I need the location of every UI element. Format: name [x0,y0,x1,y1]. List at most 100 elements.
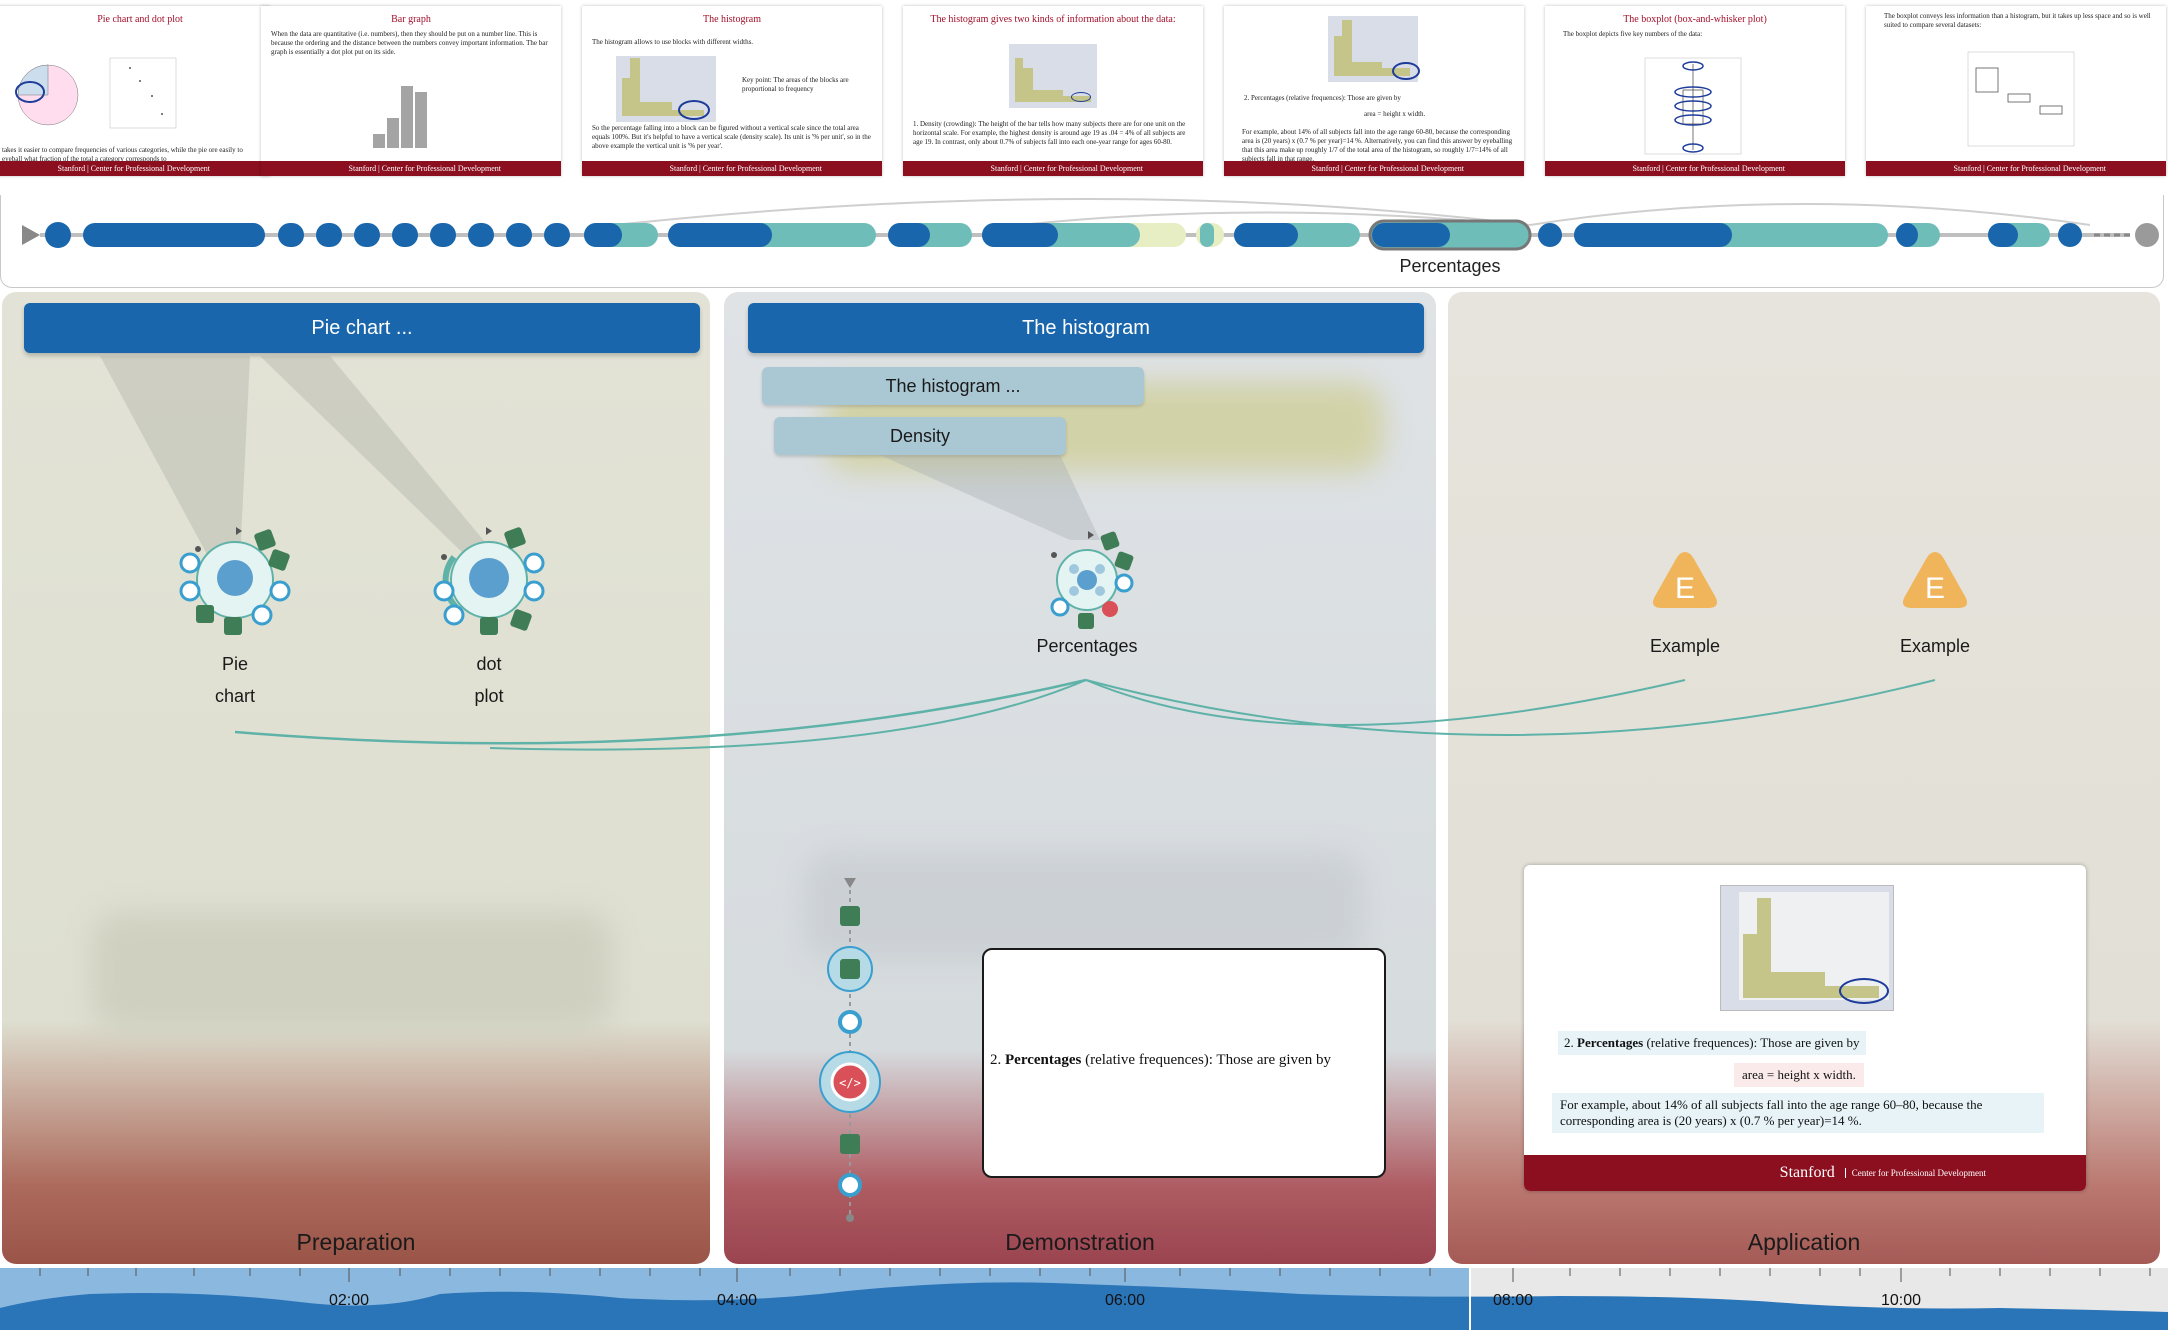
histogram-thumb [1328,16,1420,82]
slide-body: The boxplot conveys less information tha… [1884,12,2151,29]
timeline-start-node [45,222,71,248]
timeline-segment [668,223,772,247]
timeline-end-node [2135,223,2159,247]
demonstration-text-box: 2. Percentages (relative frequences): Th… [982,948,1386,1178]
timeline-segment [1574,223,1732,247]
slide-note: Key point: The areas of the blocks are p… [742,76,849,93]
example-node[interactable]: E [1900,548,1970,612]
timeline-arc [1529,203,2091,226]
histogram-thumb [616,56,716,122]
slide-title: The histogram [702,14,762,25]
timeline-segment [1200,223,1214,247]
slide-footer: Stanford | Center for Professional Devel… [1866,161,2166,176]
svg-text:</>: </> [839,1076,861,1090]
audio-scrubber[interactable] [0,1268,2168,1330]
slide-body: When the data are quantitative (i.e. num… [271,30,548,56]
timeline-segment [392,223,418,247]
quote-bold: Percentages [1005,1052,1082,1068]
slide-step-icon [840,959,860,979]
application-slide-card[interactable]: 2. Percentages (relative frequences): Th… [1524,865,2086,1191]
column-title: Preparation [296,1229,416,1255]
column-title: Demonstration [1005,1229,1155,1255]
slide-title: Bar graph [391,14,431,25]
example-node[interactable]: E [1650,548,1720,612]
node-label-example: Example [1899,636,1971,656]
slide-thumbnail[interactable]: The boxplot (box-and-whisker plot) The b… [1545,6,1845,176]
target-step-icon [838,1010,862,1034]
slide-body-3: For example, about 14% of all subjects f… [1242,128,1513,163]
slide-strip: Pie chart and dot plot takes it easier t… [0,0,2168,186]
dot-plot-thumb [109,57,177,129]
pie-chart-thumb [15,64,79,126]
example-glyph: E [1925,572,1945,605]
card-number: 2. [1564,1035,1574,1050]
slide-footer: Stanford | Center for Professional Devel… [1224,161,1524,176]
slide-body-2: area = height x width. [1364,110,1426,118]
boxplot-compare-thumb [1967,51,2075,147]
timeline-segment [83,223,265,247]
card-footer-brand: Stanford [1779,1164,1835,1181]
timeline-segment [584,223,622,247]
node-label-line: dot [476,654,502,674]
node-label-example: Example [1649,636,1721,656]
timeline-arc [1019,211,1521,226]
card-rest: (relative frequences): Those are given b… [1646,1035,1860,1050]
quote-text: 2. Percentages (relative frequences): Th… [990,1052,1378,1069]
node-label-dot: dot plot [439,648,539,712]
chapter-bar-histogram[interactable]: The histogram [748,303,1424,353]
chapter-bar-pie-chart[interactable]: Pie chart ... [24,303,700,353]
card-footer-sub: Center for Professional Development [1844,1168,1986,1179]
timeline-segment [430,223,456,247]
slide-thumbnail[interactable]: The histogram gives two kinds of informa… [903,6,1203,176]
timeline-segment [888,223,930,247]
slide-title: Pie chart and dot plot [97,14,183,25]
timeline-segment [1538,223,1562,247]
percentages-node[interactable] [1032,525,1142,635]
timeline-segment [468,223,494,247]
quote-rest: (relative frequences): Those are given b… [1085,1052,1331,1068]
slide-footer: Stanford | Center for Professional Devel… [582,161,882,176]
timeline-current-label: Percentages [1399,256,1501,276]
slide-footer: Stanford | Center for Professional Devel… [903,161,1203,176]
play-icon[interactable] [22,225,40,245]
timeline-segment [278,223,304,247]
code-step-icon [830,1062,870,1102]
timeline-segment [506,223,532,247]
subchapter-histogram[interactable]: The histogram ... [762,367,1144,405]
timeline-segment [1896,223,1918,247]
segment-timeline[interactable] [0,195,2168,275]
timeline-segment [1234,223,1298,247]
card-paragraph: For example, about 14% of all subjects f… [1552,1093,2044,1133]
target-step-icon [838,1173,862,1197]
slide-thumbnail[interactable]: Pie chart and dot plot takes it easier t… [0,6,270,176]
node-label-percentages: Percentages [1036,636,1138,656]
slide-body: takes it easier to compare frequencies o… [2,146,243,163]
slide-title: The histogram gives two kinds of informa… [930,14,1176,25]
timeline-segment [2058,223,2082,247]
slide-thumbnail[interactable]: Bar graph When the data are quantitative… [261,6,561,176]
step-chain[interactable]: </> [810,872,890,1232]
boxplot-thumb [1644,57,1742,155]
slide-thumbnail[interactable]: The boxplot conveys less information tha… [1866,6,2166,176]
slide-body: The histogram allows to use blocks with … [592,38,754,46]
time-tick: 08:00 [1492,1292,1534,1309]
dot-plot-node[interactable] [424,515,554,645]
time-tick: 10:00 [1880,1292,1922,1309]
pie-chart-node[interactable] [170,515,300,645]
slide-body: 1. Density (crowding): The height of the… [913,120,1186,146]
time-tick: 04:00 [716,1292,758,1309]
node-label-line: Pie [221,654,248,674]
slide-step-icon [840,1134,860,1154]
slide-thumbnail[interactable]: 2. Percentages (relative frequences): Th… [1224,6,1524,176]
card-formula: area = height x width. [1734,1063,1864,1087]
timeline-arc [614,198,1531,226]
slide-footer: Stanford | Center for Professional Devel… [1545,161,1845,176]
histogram-thumb [1009,44,1097,108]
column-preparation: Preparation [2,292,710,1264]
time-tick: 06:00 [1104,1292,1146,1309]
slide-thumbnail[interactable]: The histogram The histogram allows to us… [582,6,882,176]
timeline-segment [1988,223,2018,247]
subchapter-density[interactable]: Density [774,417,1066,455]
timeline-segment [982,223,1058,247]
slide-body: The boxplot depicts five key numbers of … [1563,30,1703,38]
